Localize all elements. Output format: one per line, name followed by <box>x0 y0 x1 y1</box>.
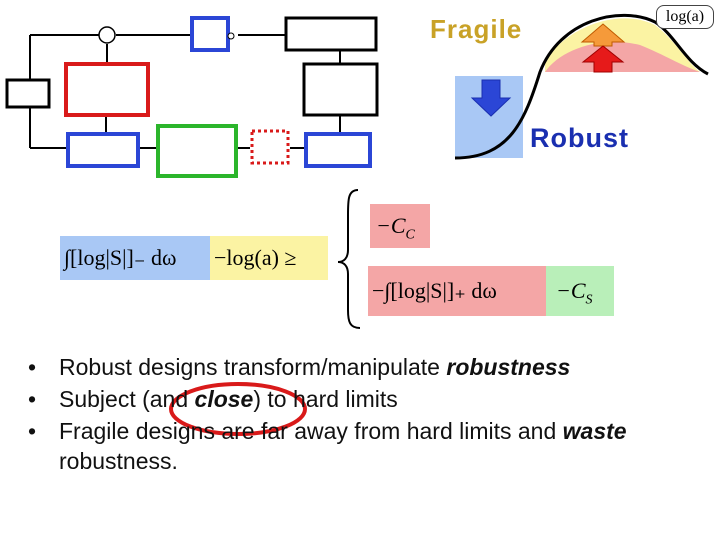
up-arrow-orange <box>580 23 626 47</box>
bullet-item: • Fragile designs are far away from hard… <box>28 416 708 476</box>
bullet-list: • Robust designs transform/manipulate ro… <box>28 352 708 478</box>
block-bottom-blue-right <box>304 132 372 168</box>
bullet-text: Fragile designs are far away from hard l… <box>59 418 563 444</box>
bullet-glyph: • <box>28 386 37 412</box>
bullet-glyph: • <box>28 418 37 444</box>
block-red <box>64 62 150 117</box>
bullet-item: • Robust designs transform/manipulate ro… <box>28 352 708 382</box>
summing-junction <box>98 26 116 44</box>
bullet-text-after: robustness. <box>59 448 178 474</box>
bullet-emphasis: robustness <box>446 354 571 380</box>
bullet-glyph: • <box>28 354 37 380</box>
lhs-integral: ∫[log|S|]₋ dω <box>60 236 210 280</box>
fragile-label: Fragile <box>430 14 523 44</box>
bullet-item: • Subject (and close) to hard limits <box>28 384 708 414</box>
block-dashed-red <box>250 129 290 165</box>
highlight-circle <box>169 382 307 436</box>
block-green <box>156 124 238 178</box>
bullet-text-after: ) to hard limits <box>253 386 398 412</box>
log-a-label: log(a) <box>656 5 714 29</box>
cc-subscript: C <box>405 227 415 243</box>
fragile-red-region <box>545 41 700 72</box>
bullet-emphasis: close <box>194 386 254 412</box>
block-top-blue <box>190 16 230 52</box>
robust-label: Robust <box>530 123 629 153</box>
cc-term: −CC <box>370 204 430 248</box>
block-top-right <box>284 16 378 52</box>
block-top-blue-port <box>227 32 235 40</box>
block-left-black <box>5 78 51 109</box>
cc-base: −C <box>376 213 406 238</box>
bullet-text: Subject (and <box>59 386 195 412</box>
sensitivity-curve <box>454 13 709 160</box>
block-bottom-blue-left <box>66 132 140 168</box>
cs-subscript: S <box>585 292 593 308</box>
rhs-integral: −∫[log|S|]₊ dω <box>368 266 546 316</box>
cs-term: −CS <box>546 266 614 316</box>
cs-base: −C <box>556 278 586 303</box>
brace <box>337 189 361 329</box>
bullet-emphasis: waste <box>562 418 627 444</box>
block-diagram <box>29 34 341 149</box>
sensitivity-plot <box>454 13 709 160</box>
bullet-text: Robust designs transform/manipulate <box>59 354 447 380</box>
block-right-black <box>302 62 379 117</box>
lhs-log-term: −log(a) ≥ <box>210 236 328 280</box>
up-arrow-red <box>581 45 625 73</box>
down-arrow <box>470 79 512 117</box>
